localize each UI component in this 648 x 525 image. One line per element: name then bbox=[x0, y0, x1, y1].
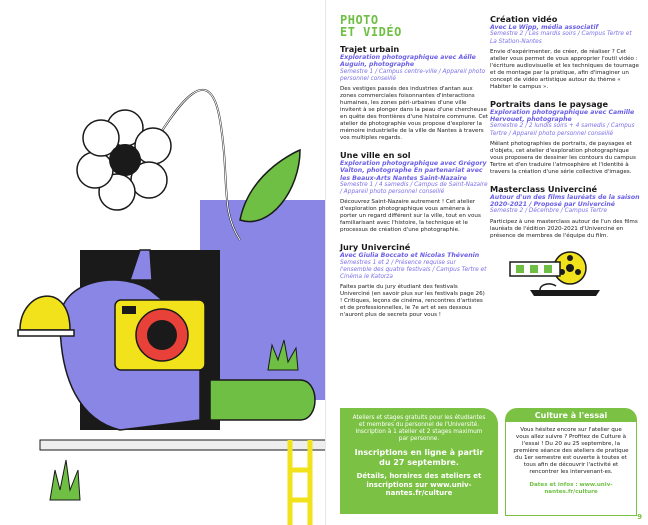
workshop-item: Portraits dans le paysage Exploration ph… bbox=[490, 99, 640, 176]
culture-trial-text: Vous hésitez encore sur l'atelier que vo… bbox=[513, 427, 629, 475]
illustration-page bbox=[17, 88, 326, 525]
floor bbox=[39, 439, 326, 451]
flower bbox=[76, 109, 172, 211]
grass-right bbox=[267, 339, 299, 371]
workshop-meta: Semestre 2 / 2 lundis soirs + 4 samedis … bbox=[490, 123, 635, 137]
workshop-title: Jury Univerciné bbox=[340, 242, 411, 253]
section-title-line1: PHOTO bbox=[340, 13, 379, 27]
character-hat bbox=[19, 295, 71, 331]
workshop-desc: Mêlant photographies de portraits, de pa… bbox=[490, 140, 636, 175]
workshop-title: Création vidéo bbox=[490, 14, 558, 24]
workshop-meta: Semestre 1 / 4 samedis / Campus de Saint… bbox=[340, 182, 488, 196]
grass-left bbox=[49, 459, 81, 501]
workshop-subtitle: Autour d'un des films lauréats de la sai… bbox=[490, 193, 640, 208]
hat-brim bbox=[17, 329, 75, 337]
workshop-item: Une ville en sol Exploration photographi… bbox=[340, 150, 488, 234]
workshop-title: Trajet urbain bbox=[340, 44, 400, 54]
workshop-subtitle: Exploration photographique avec Grégory … bbox=[340, 160, 487, 182]
info-dates: Inscriptions en ligne à partir du 27 sep… bbox=[354, 448, 484, 467]
character-shoe bbox=[209, 379, 316, 421]
info-text: Ateliers et stages gratuits pour les étu… bbox=[352, 415, 486, 442]
section-title-line2: ET VIDÉO bbox=[340, 25, 402, 39]
leaf bbox=[239, 148, 301, 223]
tray bbox=[530, 289, 600, 296]
info-link[interactable]: Détails, horaires des ateliers et inscri… bbox=[356, 472, 482, 497]
workshop-meta: Semestre 2 / Les mardis soirs / Campus T… bbox=[490, 31, 632, 45]
workshop-title: Une ville en sol bbox=[340, 150, 411, 160]
workshop-item: Jury Univerciné Avec Giulia Boccato et N… bbox=[340, 242, 488, 319]
workshop-desc: Envie d'expérimenter, de créer, de réali… bbox=[490, 48, 639, 90]
workshop-item: Masterclass Univerciné Autour d'un des f… bbox=[490, 184, 640, 240]
column-right: Création vidéo Avec Le Wipp, média assoc… bbox=[490, 14, 640, 310]
page-number: 9 bbox=[637, 513, 642, 521]
info-box-culture-trial: Culture à l'essai Vous hésitez encore su… bbox=[505, 408, 637, 516]
workshop-desc: Des vestiges passés des industries d'ant… bbox=[340, 86, 489, 141]
info-box-registration: Ateliers et stages gratuits pour les étu… bbox=[340, 408, 498, 514]
section-title: PHOTO ET VIDÉO bbox=[340, 14, 488, 38]
camera-flash bbox=[122, 306, 136, 314]
column-left: PHOTO ET VIDÉO Trajet urbain Exploration… bbox=[340, 14, 488, 319]
workshop-desc: Participez à une masterclass autour de l… bbox=[490, 218, 638, 239]
workshop-meta: Semestre 2 / Décembre / Campus Tertre bbox=[490, 208, 608, 215]
film-reel-illustration bbox=[509, 250, 600, 296]
illustration bbox=[17, 88, 326, 525]
workshop-subtitle: Avec Giulia Boccato et Nicolas Thévenin bbox=[340, 252, 480, 260]
purple-block bbox=[200, 200, 326, 400]
workshop-item: Création vidéo Avec Le Wipp, média assoc… bbox=[490, 14, 640, 91]
workshop-subtitle: Avec Le Wipp, média associatif bbox=[490, 24, 599, 31]
workshop-item: Trajet urbain Exploration photographique… bbox=[340, 44, 488, 142]
workshop-meta: Semestre 1 / Campus centre-ville / Appar… bbox=[340, 68, 486, 82]
workshop-subtitle: Exploration photographique avec Camille … bbox=[490, 108, 635, 123]
workshop-meta: Semestres 1 et 2 / Présence requise sur … bbox=[340, 259, 487, 280]
workshop-title: Portraits dans le paysage bbox=[490, 98, 609, 109]
culture-trial-header: Culture à l'essai bbox=[506, 409, 636, 422]
workshop-title: Masterclass Univerciné bbox=[490, 183, 598, 194]
character-hand bbox=[128, 249, 153, 281]
workshop-desc: Faites partie du jury étudiant des festi… bbox=[340, 284, 485, 319]
culture-trial-link[interactable]: Dates et infos : www.univ-nantes.fr/cult… bbox=[529, 482, 613, 495]
chair bbox=[287, 440, 313, 525]
workshop-subtitle: Exploration photographique avec Aëlle Au… bbox=[340, 54, 476, 69]
camera-lens bbox=[147, 320, 177, 350]
workshop-desc: Découvrez Saint-Nazaire autrement ! Cet … bbox=[340, 199, 481, 234]
flower-stem-inner bbox=[149, 89, 241, 241]
